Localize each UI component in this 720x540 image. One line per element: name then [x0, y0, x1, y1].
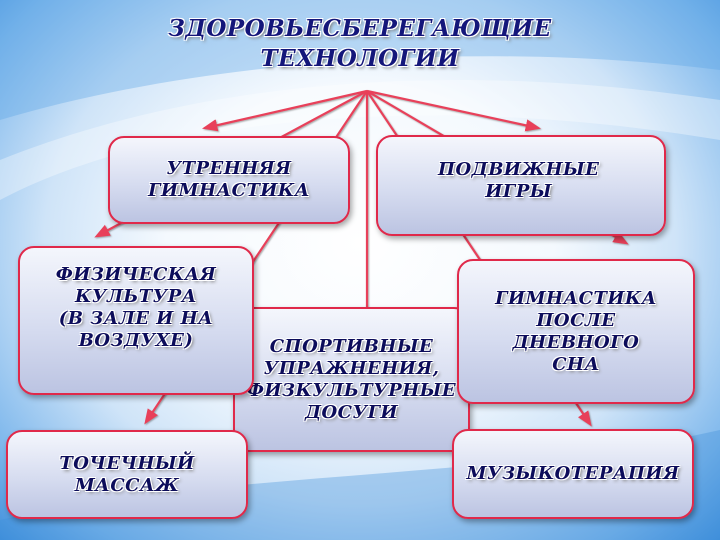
- node-label-line: ГИМНАСТИКА: [148, 180, 310, 201]
- node-label-line: СПОРТИВНЫЕ: [269, 335, 434, 357]
- node-label-line: ПОСЛЕ: [536, 309, 616, 331]
- title-line-2: ТЕХНОЛОГИИ: [260, 45, 460, 72]
- page-title: ЗДОРОВЬЕСБЕРЕГАЮЩИЕ ТЕХНОЛОГИИ: [110, 14, 610, 74]
- node-label-line: ВОЗДУХЕ): [78, 330, 194, 351]
- node-nap-gymnastics: ГИМНАСТИКА ПОСЛЕ ДНЕВНОГО СНА: [457, 259, 695, 404]
- node-label-line: МАССАЖ: [74, 474, 180, 496]
- node-acupressure-massage: ТОЧЕЧНЫЙ МАССАЖ: [6, 430, 248, 519]
- node-music-therapy: МУЗЫКОТЕРАПИЯ: [452, 429, 694, 519]
- node-label-line: (В ЗАЛЕ И НА: [58, 308, 214, 329]
- node-label-line: КУЛЬТУРА: [75, 286, 197, 307]
- node-label-line: УПРАЖНЕНИЯ,: [263, 357, 440, 379]
- node-label-line: ИГРЫ: [485, 181, 552, 202]
- node-outdoor-games: ПОДВИЖНЫЕ ИГРЫ: [376, 135, 666, 236]
- node-label-line: СНА: [552, 353, 600, 375]
- node-label-line: ПОДВИЖНЫЕ: [438, 159, 600, 180]
- node-label-line: ТОЧЕЧНЫЙ: [59, 452, 195, 474]
- arrow-to-morning: [201, 89, 368, 132]
- node-label-line: МУЗЫКОТЕРАПИЯ: [466, 463, 680, 484]
- node-label-line: ФИЗИЧЕСКАЯ: [55, 264, 217, 285]
- title-line-1: ЗДОРОВЬЕСБЕРЕГАЮЩИЕ: [168, 15, 552, 42]
- node-label-line: ФИЗКУЛЬТУРНЫЕ: [246, 379, 457, 401]
- arrow-to-games: [366, 89, 542, 132]
- node-physical-education: ФИЗИЧЕСКАЯ КУЛЬТУРА (В ЗАЛЕ И НА ВОЗДУХЕ…: [18, 246, 254, 395]
- node-label-line: ГИМНАСТИКА: [495, 287, 657, 309]
- node-morning-gymnastics: УТРЕННЯЯ ГИМНАСТИКА: [108, 136, 350, 224]
- node-sport-exercises: СПОРТИВНЫЕ УПРАЖНЕНИЯ, ФИЗКУЛЬТУРНЫЕ ДОС…: [233, 307, 470, 452]
- node-label-line: ДОСУГИ: [304, 401, 399, 423]
- node-label-line: УТРЕННЯЯ: [166, 158, 292, 179]
- node-label-line: ДНЕВНОГО: [512, 331, 640, 353]
